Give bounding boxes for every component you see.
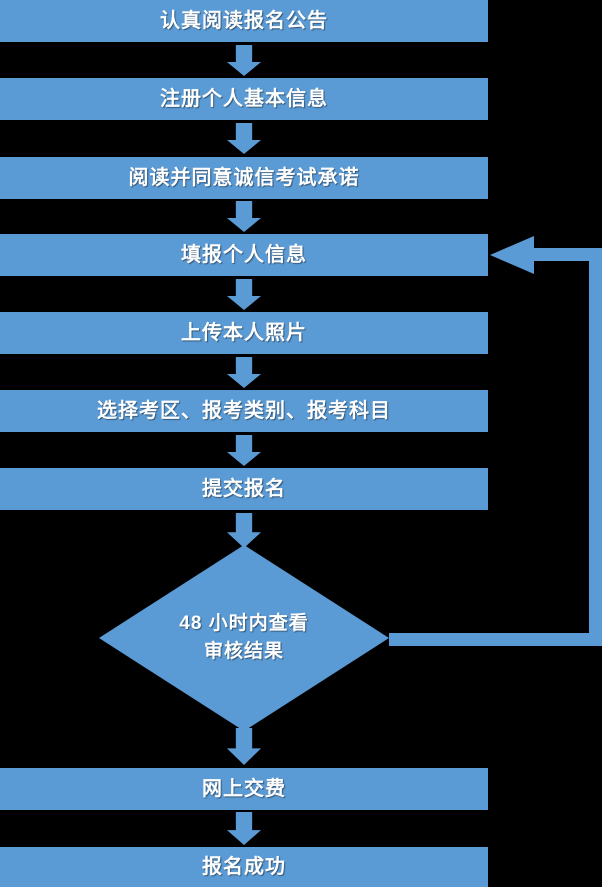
flow-node-upload-photo[interactable]: 上传本人照片 bbox=[0, 312, 488, 354]
flow-node-online-payment[interactable]: 网上交费 bbox=[0, 768, 488, 810]
arrow-down-icon-2 bbox=[227, 123, 261, 154]
feedback-loop-top-segment bbox=[531, 248, 593, 261]
arrow-down-icon-8 bbox=[227, 728, 261, 765]
flow-node-review-result-label: 48 小时内查看 审核结果 bbox=[179, 613, 309, 662]
flow-node-read-announcement[interactable]: 认真阅读报名公告 bbox=[0, 0, 488, 42]
flow-node-submit-application[interactable]: 提交报名 bbox=[0, 468, 488, 510]
arrow-down-icon-6 bbox=[227, 435, 261, 466]
arrow-down-icon-4 bbox=[227, 279, 261, 310]
flow-node-registration-success[interactable]: 报名成功 bbox=[0, 847, 488, 887]
arrow-down-icon-5 bbox=[227, 357, 261, 388]
flow-node-register-basic-info[interactable]: 注册个人基本信息 bbox=[0, 78, 488, 120]
arrow-down-icon-1 bbox=[227, 45, 261, 76]
flow-node-review-result-decision[interactable]: 48 小时内查看 审核结果 bbox=[99, 545, 389, 731]
arrow-left-icon bbox=[490, 236, 534, 274]
arrow-down-icon-9 bbox=[227, 812, 261, 845]
arrow-down-icon-3 bbox=[227, 201, 261, 232]
feedback-loop-bottom-segment bbox=[389, 633, 602, 646]
flow-node-fill-personal-info[interactable]: 填报个人信息 bbox=[0, 234, 488, 276]
feedback-loop-right-segment bbox=[589, 248, 602, 646]
flow-node-select-exam-region-category-subject[interactable]: 选择考区、报考类别、报考科目 bbox=[0, 390, 488, 432]
arrow-down-icon-7 bbox=[227, 513, 261, 548]
flow-node-agree-integrity-pledge[interactable]: 阅读并同意诚信考试承诺 bbox=[0, 157, 488, 199]
